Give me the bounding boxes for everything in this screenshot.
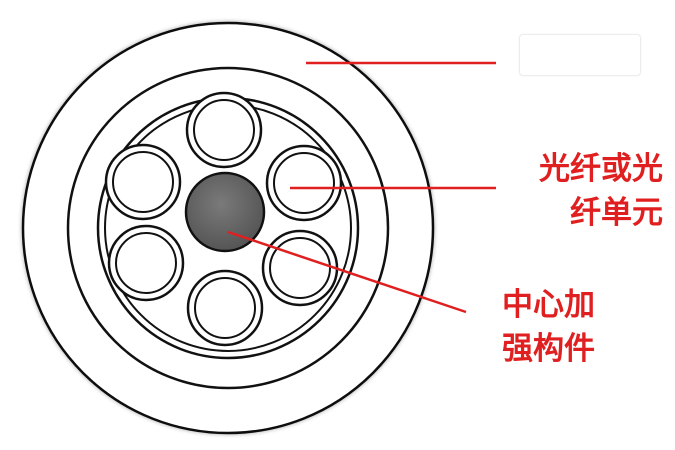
fiber-unit [185,91,263,169]
central-strength-member [184,171,266,253]
leader-line-center-member [227,230,467,314]
blank-label-box [519,34,641,76]
center-member-label-line-2: 强构件 [502,331,595,367]
fiber-unit-label-line-1: 光纤或光 [539,151,663,187]
fiber-unit [265,144,343,222]
center-member-label-line-1: 中心加 [502,287,595,323]
fiber-unit-label: 光纤或光 纤单元 [503,147,663,235]
fiber-unit [107,224,185,302]
fiber-unit [104,143,182,221]
fiber-unit-label-line-2: 纤单元 [570,195,663,231]
center-member-label: 中心加 强构件 [502,283,595,371]
fiber-unit [261,229,339,307]
fiber-unit [186,269,264,347]
